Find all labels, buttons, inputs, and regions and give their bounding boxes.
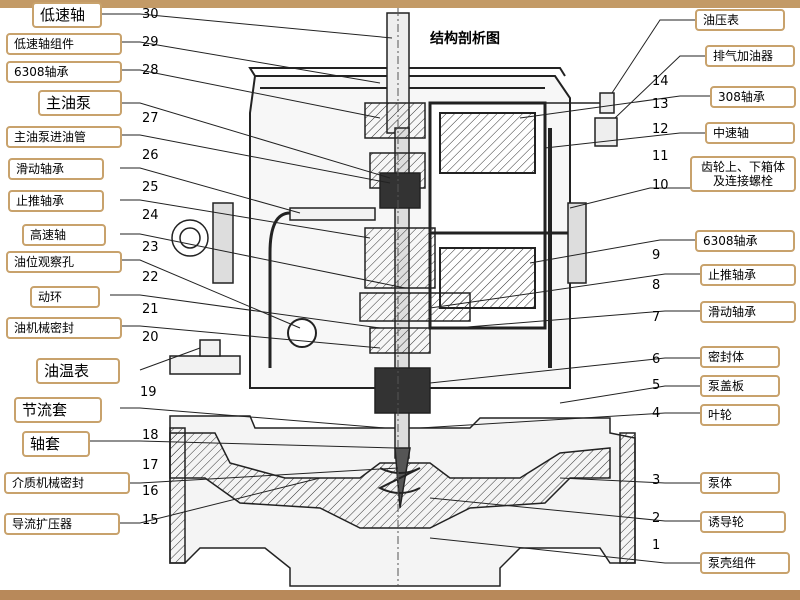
part-number: 19 [140,385,157,400]
label-medium-mechanical-seal: 介质机械密封 [4,472,130,494]
part-number: 25 [142,180,159,195]
label-oil-pressure-gauge: 油压表 [695,9,785,31]
oil-temperature-gauge [169,339,241,375]
label-diffuser: 导流扩压器 [4,513,120,535]
label-main-oil-pump: 主油泵 [38,90,122,116]
part-number: 1 [652,538,661,553]
flange-bolts [171,202,587,284]
label-inducer: 诱导轮 [700,511,786,533]
label-low-speed-shaft: 低速轴 [32,2,102,28]
label-6308-bearing-left: 6308轴承 [6,61,122,83]
label-gearbox-and-bolts: 齿轮上、下箱体及连接螺栓 [690,156,796,192]
frame-top-border [0,0,800,8]
label-sliding-bearing-right: 滑动轴承 [700,301,796,323]
label-pump-body: 泵体 [700,472,780,494]
part-number: 5 [652,378,661,393]
part-number: 14 [652,74,669,89]
oil-level-sight-glass [287,318,317,348]
part-number: 7 [652,310,661,325]
part-number: 30 [142,7,159,22]
leader-lines [90,13,406,524]
label-shaft-sleeve: 轴套 [22,431,90,457]
part-number: 2 [652,511,661,526]
part-number: 27 [142,111,159,126]
part-number: 8 [652,278,661,293]
part-number: 4 [652,406,661,421]
label-moving-ring: 动环 [30,286,100,308]
part-number: 24 [142,208,159,223]
part-number: 3 [652,473,661,488]
label-high-speed-shaft: 高速轴 [22,224,106,246]
leader-lines-right [419,19,710,564]
label-oil-level-window: 油位观察孔 [6,251,122,273]
part-number: 29 [142,35,159,50]
pump-casing [169,415,636,587]
part-number: 23 [142,240,159,255]
part-number: 16 [142,484,159,499]
part-number: 21 [142,302,159,317]
part-number: 6 [652,352,661,367]
label-sliding-bearing-left: 滑动轴承 [8,158,104,180]
label-oil-mechanical-seal: 油机械密封 [6,317,122,339]
label-thrust-bearing-left: 止推轴承 [8,190,104,212]
part-number: 9 [652,248,661,263]
label-mid-speed-shaft: 中速轴 [705,122,795,144]
part-number: 13 [652,97,669,112]
label-thrust-bearing-right: 止推轴承 [700,264,796,286]
pump-cross-section [90,8,710,587]
label-impeller: 叶轮 [700,404,780,426]
part-number: 20 [142,330,159,345]
part-number: 11 [652,149,669,164]
part-number: 12 [652,122,669,137]
label-throttle-sleeve: 节流套 [14,397,102,423]
part-number: 26 [142,148,159,163]
label-pump-cover: 泵盖板 [700,375,780,397]
part-number: 10 [652,178,669,193]
label-308-bearing: 308轴承 [710,86,796,108]
part-number: 18 [142,428,159,443]
frame-bottom-border [0,590,800,600]
label-pump-casing-assembly: 泵壳组件 [700,552,790,574]
label-main-oil-pump-inlet: 主油泵进油管 [6,126,122,148]
oil-inlet-pipe [268,207,376,368]
diagram-title: 结构剖析图 [430,31,500,47]
part-number: 28 [142,63,159,78]
part-number: 15 [142,513,159,528]
oil-pressure-gauge [540,92,618,147]
part-number: 22 [142,270,159,285]
label-seal-body: 密封体 [700,346,780,368]
label-vent-oiler: 排气加油器 [705,45,795,67]
label-6308-bearing-right: 6308轴承 [695,230,795,252]
label-low-speed-shaft-assembly: 低速轴组件 [6,33,122,55]
label-oil-temperature-gauge: 油温表 [36,358,120,384]
part-number: 17 [142,458,159,473]
